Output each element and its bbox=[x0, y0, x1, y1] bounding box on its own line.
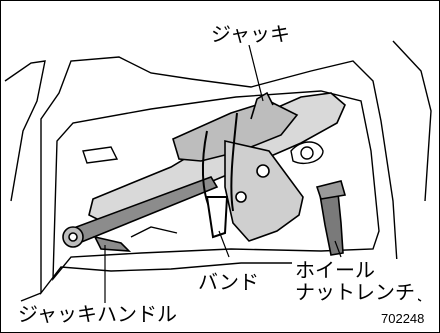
label-wheel-nut-wrench: ホイール ナットレンチ bbox=[292, 259, 418, 303]
label-wheel-nut-wrench-line2: ナットレンチ bbox=[295, 280, 415, 304]
label-wheel-nut-wrench-line1: ホイール bbox=[295, 258, 375, 282]
leader-lines bbox=[104, 44, 342, 303]
figure-code: 702248 bbox=[381, 311, 425, 326]
band-shape bbox=[201, 112, 238, 239]
storage-tray bbox=[4, 40, 432, 302]
wheel-nut-wrench-shape bbox=[315, 180, 347, 256]
label-jack: ジャッキ bbox=[208, 23, 293, 45]
jack-handle-shape bbox=[62, 176, 219, 252]
label-band: バンド bbox=[195, 271, 262, 293]
label-jack-handle: ジャッキハンドル bbox=[15, 303, 180, 325]
